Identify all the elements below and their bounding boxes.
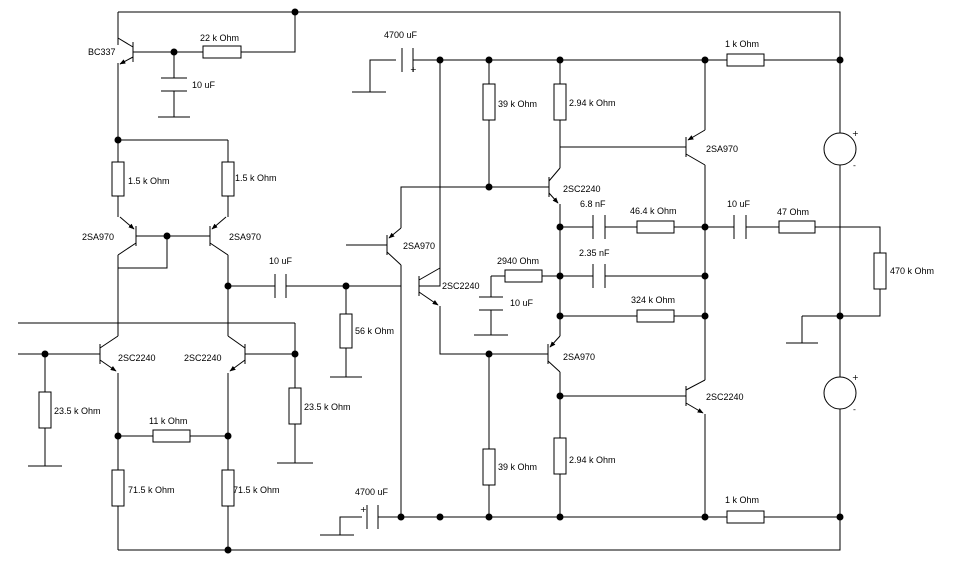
junction-dots	[41, 8, 844, 554]
transistors	[99, 37, 706, 414]
label-2-35nf: 2.35 nF	[579, 248, 610, 258]
plus-sign-4700-top: +	[410, 65, 417, 74]
plus-sign-source-top: +	[852, 129, 859, 138]
label-4700uf-bottom: 4700 uF	[355, 487, 389, 497]
transistor-2sc2240-left	[99, 335, 119, 372]
resistor-23-5k-right	[288, 387, 302, 425]
resistor-1-5k-right	[221, 161, 235, 197]
transistor-2sa970-left	[117, 216, 137, 256]
resistor-39k-bottom	[482, 448, 496, 486]
label-2sc2240-left: 2SC2240	[118, 353, 156, 363]
label-2sc2240-right: 2SC2240	[184, 353, 222, 363]
transistor-2sa970-driver	[547, 335, 561, 373]
label-46-4k: 46.4 k Ohm	[630, 206, 677, 216]
label-71-5k-right: 71.5 k Ohm	[233, 485, 280, 495]
resistor-56k	[339, 313, 353, 349]
resistors	[38, 45, 887, 524]
label-2-94k-top: 2.94 k Ohm	[569, 98, 616, 108]
label-71-5k-left: 71.5 k Ohm	[128, 485, 175, 495]
resistor-46-4k	[636, 220, 675, 234]
capacitors	[161, 48, 747, 529]
label-11k: 11 k Ohm	[149, 416, 187, 426]
resistor-1k-bottom	[726, 510, 765, 524]
label-470k: 470 k Ohm	[890, 266, 934, 276]
label-2sc2240-driver: 2SC2240	[563, 184, 601, 194]
resistor-23-5k-left	[38, 391, 52, 429]
resistor-470k	[873, 252, 887, 290]
label-1k-top: 1 k Ohm	[725, 39, 759, 49]
label-23-5k-left: 23.5 k Ohm	[54, 406, 101, 416]
polarity-marks: + + + - + -	[360, 65, 859, 514]
label-1k-bottom: 1 k Ohm	[725, 495, 759, 505]
label-2-94k-bottom: 2.94 k Ohm	[569, 455, 616, 465]
resistor-39k-top	[482, 83, 496, 121]
resistor-71-5k-left	[111, 469, 125, 507]
label-1-5k-left: 1.5 k Ohm	[128, 176, 170, 186]
capacitor-10uf-out	[733, 215, 747, 239]
label-39k-top: 39 k Ohm	[498, 99, 537, 109]
plus-sign-4700-bottom: +	[360, 505, 367, 514]
capacitor-6-8nf	[592, 215, 606, 239]
capacitor-2-35nf	[592, 264, 606, 288]
capacitor-10uf-top	[161, 77, 187, 92]
label-324k: 324 k Ohm	[631, 295, 675, 305]
label-10uf-top: 10 uF	[192, 80, 216, 90]
label-6-8nf: 6.8 nF	[580, 199, 606, 209]
ground-symbols	[28, 91, 818, 536]
capacitor-4700uf-bottom	[366, 505, 379, 529]
resistor-11k	[152, 429, 191, 443]
transistor-2sc2240-right	[227, 335, 246, 372]
label-2sa970-output: 2SA970	[706, 144, 738, 154]
transistor-bc337	[117, 37, 134, 65]
label-10uf-coupling: 10 uF	[269, 256, 293, 266]
label-2sa970-right: 2SA970	[229, 232, 261, 242]
label-22k: 22 k Ohm	[200, 33, 239, 43]
label-2sc2240-output: 2SC2240	[706, 392, 744, 402]
supply-source-top	[823, 132, 857, 166]
label-bc337: BC337	[88, 47, 116, 57]
minus-sign-source-bottom: -	[853, 405, 856, 414]
resistor-71-5k-right	[221, 469, 235, 507]
transistor-2sc2240-mid	[418, 267, 441, 306]
transistor-2sa970-mid	[386, 227, 402, 266]
label-2sc2240-mid: 2SC2240	[442, 281, 480, 291]
label-23-5k-right: 23.5 k Ohm	[304, 402, 351, 412]
label-10uf-mid: 10 uF	[510, 298, 534, 308]
label-47: 47 Ohm	[777, 207, 809, 217]
resistor-47	[778, 220, 816, 234]
label-4700uf-top: 4700 uF	[384, 30, 418, 40]
minus-sign-source-top: -	[853, 161, 856, 170]
label-10uf-out: 10 uF	[727, 199, 751, 209]
resistor-2-94k-top	[553, 83, 567, 121]
transistor-2sc2240-driver	[548, 167, 561, 204]
supply-source-bottom	[823, 376, 857, 410]
label-2940: 2940 Ohm	[497, 256, 539, 266]
label-2sa970-mid: 2SA970	[403, 241, 435, 251]
resistor-1-5k-left	[111, 161, 125, 197]
resistor-1k-top	[726, 53, 765, 67]
voltage-sources	[823, 60, 857, 550]
transistor-2sa970-right	[209, 216, 229, 256]
resistor-22k	[202, 45, 242, 59]
plus-sign-source-bottom: +	[852, 373, 859, 382]
capacitor-4700uf-top	[401, 48, 414, 72]
label-56k: 56 k Ohm	[355, 326, 394, 336]
label-1-5k-right: 1.5 k Ohm	[235, 173, 277, 183]
label-2sa970-left: 2SA970	[82, 232, 114, 242]
capacitor-10uf-mid	[479, 296, 503, 311]
capacitor-10uf-coupling	[274, 274, 287, 298]
component-labels: BC337 22 k Ohm 10 uF 1.5 k Ohm 1.5 k Ohm…	[54, 30, 934, 505]
resistor-324k	[636, 309, 675, 323]
transistor-2sa970-output	[685, 129, 706, 166]
label-2sa970-driver: 2SA970	[563, 352, 595, 362]
label-39k-bottom: 39 k Ohm	[498, 462, 537, 472]
resistor-2-94k-bottom	[553, 437, 567, 475]
resistor-2940	[504, 269, 543, 283]
transistor-2sc2240-output	[685, 379, 706, 414]
